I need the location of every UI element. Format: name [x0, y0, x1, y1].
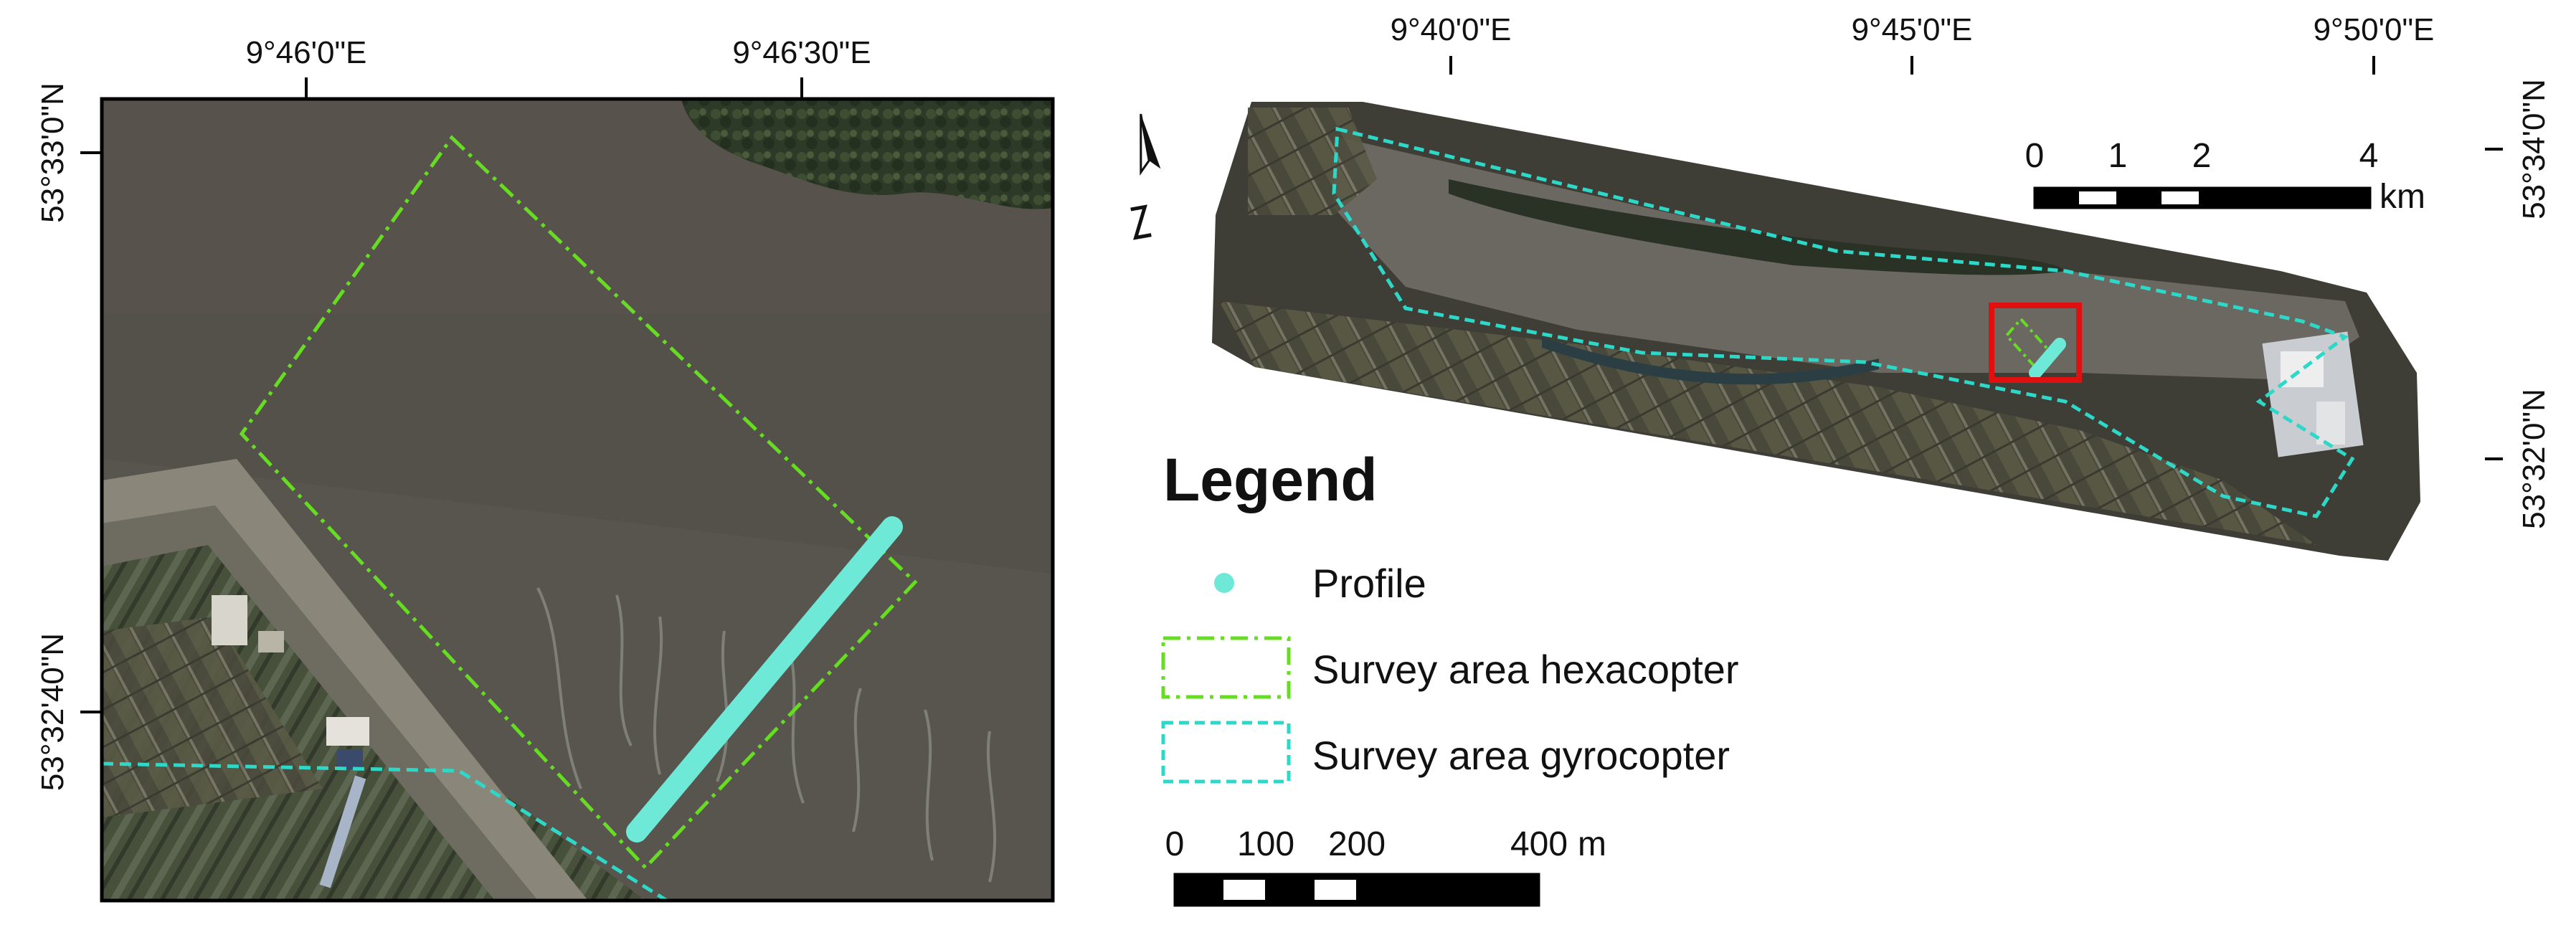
legend: Legend Profile Survey area hexacopter Su…	[1161, 446, 1739, 784]
gyrocopter-box-icon	[1161, 721, 1291, 784]
scale-tick: 0	[2025, 137, 2045, 175]
building	[212, 595, 247, 645]
km-scalebar: 0 1 2 4 km	[2025, 137, 2425, 216]
scale-tick: 0	[1165, 825, 1185, 863]
latitude-label: 53°34'0"N	[2516, 79, 2552, 219]
legend-label-profile: Profile	[1312, 561, 1426, 606]
profile-line	[626, 516, 903, 842]
legend-label-gyrocopter: Survey area gyrocopter	[1312, 733, 1730, 778]
profile-line	[2029, 338, 2066, 379]
building	[326, 717, 369, 746]
longitude-label: 9°46'0"E	[246, 35, 367, 70]
scale-unit: m	[1578, 825, 1606, 863]
hexacopter-area	[2004, 316, 2052, 369]
scale-tick: 1	[2108, 137, 2128, 175]
gyrocopter-area	[1332, 126, 2355, 518]
longitude-label: 9°50'0"E	[2314, 12, 2435, 47]
vegetation-island	[681, 99, 1053, 209]
scale-tick: 400	[1510, 825, 1568, 863]
scale-tick: 200	[1328, 825, 1386, 863]
longitude-label: 9°40'0"E	[1391, 12, 1512, 47]
scale-tick: 100	[1237, 825, 1294, 863]
scale-unit: km	[2380, 178, 2425, 216]
latitude-label: 53°32'0"N	[2516, 389, 2552, 529]
inset-box	[1989, 303, 2082, 383]
latitude-label: 53°33'0"N	[35, 82, 70, 223]
gyrocopter-boundary	[102, 761, 668, 901]
legend-label-hexacopter: Survey area hexacopter	[1312, 647, 1739, 692]
legend-title: Legend	[1163, 446, 1378, 513]
latitude-label: 53°32'40"N	[35, 633, 70, 791]
industrial-area	[2262, 331, 2364, 457]
map-frame	[100, 97, 1055, 903]
dike-road	[102, 459, 588, 901]
north-arrow	[1130, 113, 1161, 240]
meter-scalebar: 0 100 200 400 m	[1165, 825, 1606, 907]
overview-map: 9°40'0"E 9°45'0"E 9°50'0"E 53°34'0"N 53°…	[1130, 12, 2552, 561]
detail-map: 9°46'0"E 9°46'30"E 53°33'0"N 53°32'40"N	[35, 35, 1055, 903]
scale-tick: 4	[2359, 137, 2379, 175]
longitude-label: 9°46'30"E	[732, 35, 871, 70]
scale-tick: 2	[2192, 137, 2212, 175]
hexacopter-box-icon	[1161, 636, 1291, 699]
profile-dot-icon	[1214, 573, 1234, 593]
longitude-label: 9°45'0"E	[1852, 12, 1973, 47]
